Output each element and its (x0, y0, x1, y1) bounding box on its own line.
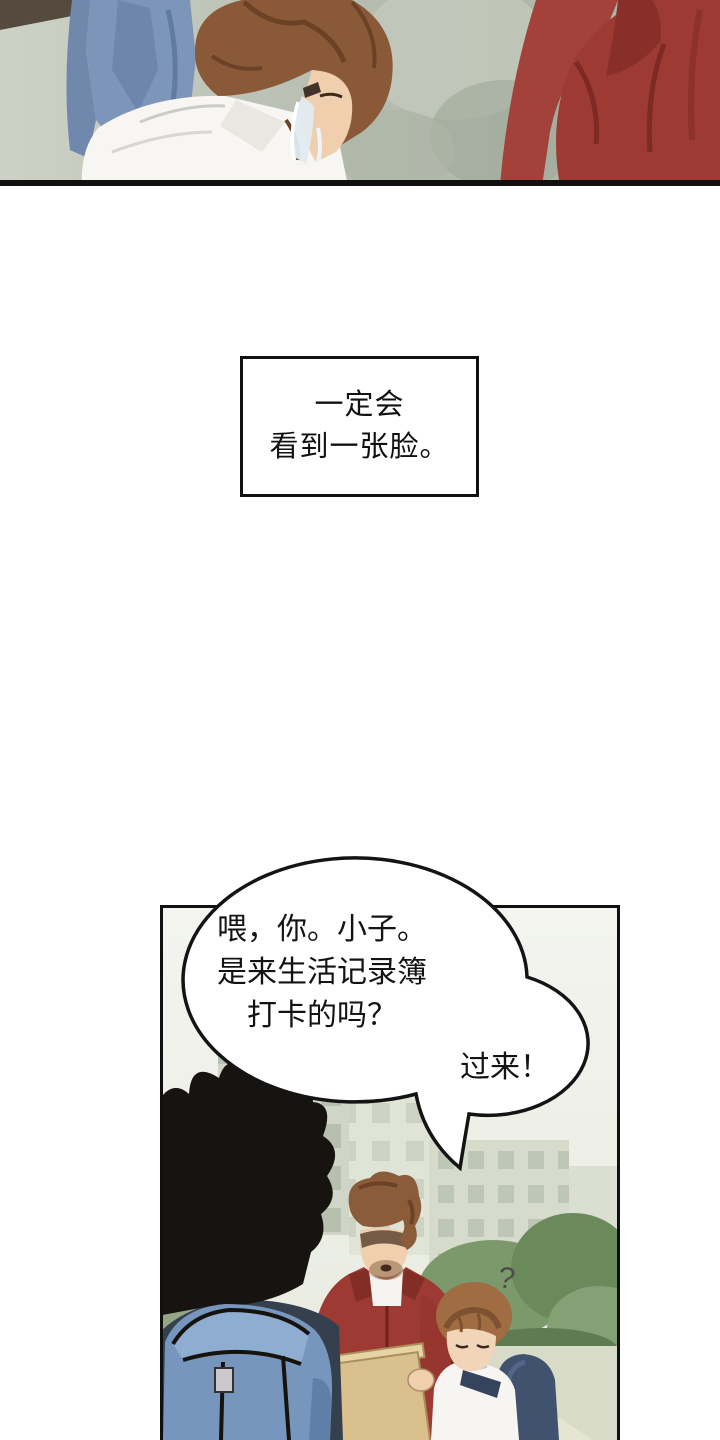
closed-eye-left (455, 1343, 469, 1349)
sleeve (419, 1294, 453, 1378)
black-haired-student (163, 1062, 343, 1440)
mouth (380, 1264, 392, 1272)
undershirt (369, 1270, 403, 1306)
tear-streak (292, 96, 314, 164)
speech-bubble-shape (181, 856, 590, 1172)
closed-eye-right (476, 1343, 490, 1349)
panel-bottom-border (0, 180, 720, 186)
man-hair (348, 1171, 422, 1250)
backpack-strap (460, 1370, 501, 1398)
kid-student (431, 1282, 559, 1440)
crying-student (81, 0, 393, 186)
backpack-flap (173, 1310, 309, 1364)
speech-line-3: 打卡的吗？ (247, 999, 397, 1032)
red-jacket-passerby (500, 0, 720, 186)
speech-line-2: 是来生活记录簿 (217, 956, 427, 989)
side-pocket (309, 1378, 331, 1440)
hand (407, 1368, 435, 1392)
teacher-man (311, 1171, 466, 1440)
bubble-outline (181, 856, 590, 1172)
speech-line-1: 喂，你。小子。 (217, 913, 427, 946)
speech-shout: 过来！ (460, 1051, 550, 1084)
narration-line-2: 看到一张脸。 (269, 431, 450, 463)
black-spiky-hair (163, 1062, 335, 1315)
kid-face (446, 1328, 496, 1372)
dark-corner (0, 0, 84, 30)
glasses-edge (303, 82, 321, 98)
narration-box: 一定会 看到一张脸。 (240, 356, 479, 497)
closed-eye (319, 92, 343, 99)
eye-shadow (360, 1230, 409, 1248)
narration-line-1: 一定会 (314, 389, 405, 421)
speech-text: 喂，你。小子。 是来生活记录簿 打卡的吗？ (172, 908, 472, 1037)
shirt-collar (220, 100, 285, 152)
buckle (214, 1367, 234, 1393)
top-panel (0, 0, 720, 186)
top-panel-art (0, 0, 720, 186)
speech-bubble: 喂，你。小子。 是来生活记录簿 打卡的吗？ 过来！ (172, 848, 592, 1188)
